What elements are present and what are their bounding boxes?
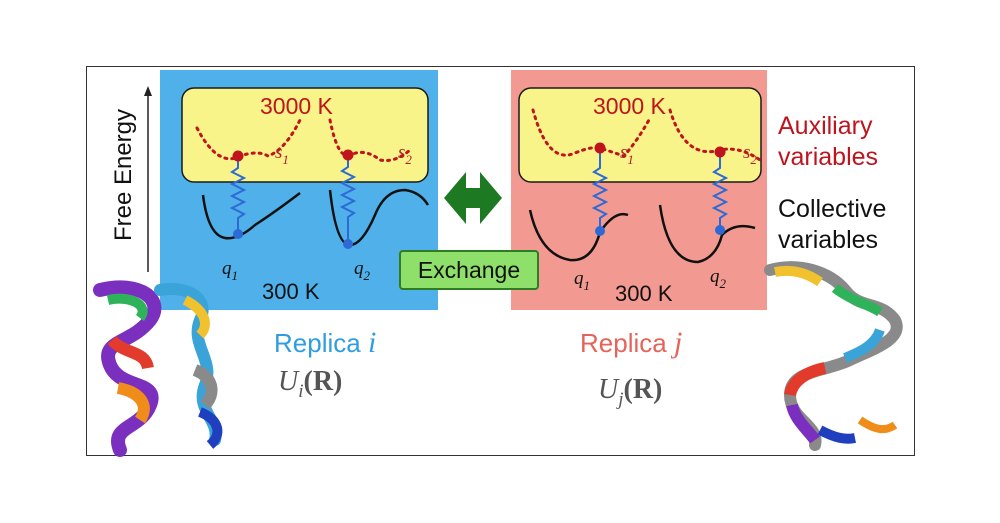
spring-icon [591,148,609,231]
replica-i-potential: Ui(R) [278,366,343,402]
replica-i-aux-curve-1 [195,118,302,161]
spring-icon [339,155,357,244]
replica-i-hot-temperature: 3000 K [260,93,333,119]
replica-i-cv-label-2: q2 [354,258,370,283]
aux-point-s2-i [342,149,354,161]
cv-point-q2-i [343,239,353,249]
auxiliary-variables-legend: Auxiliary variables [778,112,879,171]
aux-point-s2-j [714,146,726,158]
aux-point-s1-j [594,142,606,154]
replica-i-aux-label-1: s1 [275,142,289,167]
replica-i-aux-curve-2 [328,118,412,162]
cv-point-q2-j [715,225,725,235]
exchange-arrow-icon [444,172,502,224]
replica-i-name: Replica i [274,326,377,359]
replica-j-aux-label-1: s1 [620,142,634,167]
cv-point-q1-i [233,229,243,239]
collective-variables-legend: Collective variables [778,195,887,254]
protein-ribbon-icon [764,261,903,451]
replica-j-cv-curve-2 [658,204,756,264]
axis-arrowhead-icon [144,86,152,96]
axis-label: Free Energy [110,108,137,242]
protein-ribbon-icon [93,280,223,457]
replica-j-aux-label-2: s2 [743,142,757,167]
spring-icon [711,152,729,230]
cv-point-q1-j [595,226,605,236]
replica-i-aux-label-2: s2 [398,142,412,167]
replica-j-potential: Uj(R) [598,374,663,410]
replica-j-cv-label-1: q1 [574,268,590,293]
replica-j-cv-label-2: q2 [710,266,726,291]
exchange-label: Exchange [399,250,539,290]
aux-point-s1-i [232,150,244,162]
replica-j-aux-curve-1 [531,108,652,158]
replica-i-cv-curve-2 [328,188,430,247]
replica-j-name: Replica j [580,326,683,359]
replica-j-cv-curve-1 [528,209,629,262]
replica-i-cold-temperature: 300 K [262,279,320,304]
replica-j-cold-temperature: 300 K [615,281,673,306]
replica-i-cv-label-1: q1 [222,258,238,283]
spring-icon [229,156,247,234]
replica-i-hot-box [181,87,429,183]
replica-j-hot-temperature: 3000 K [593,93,666,119]
